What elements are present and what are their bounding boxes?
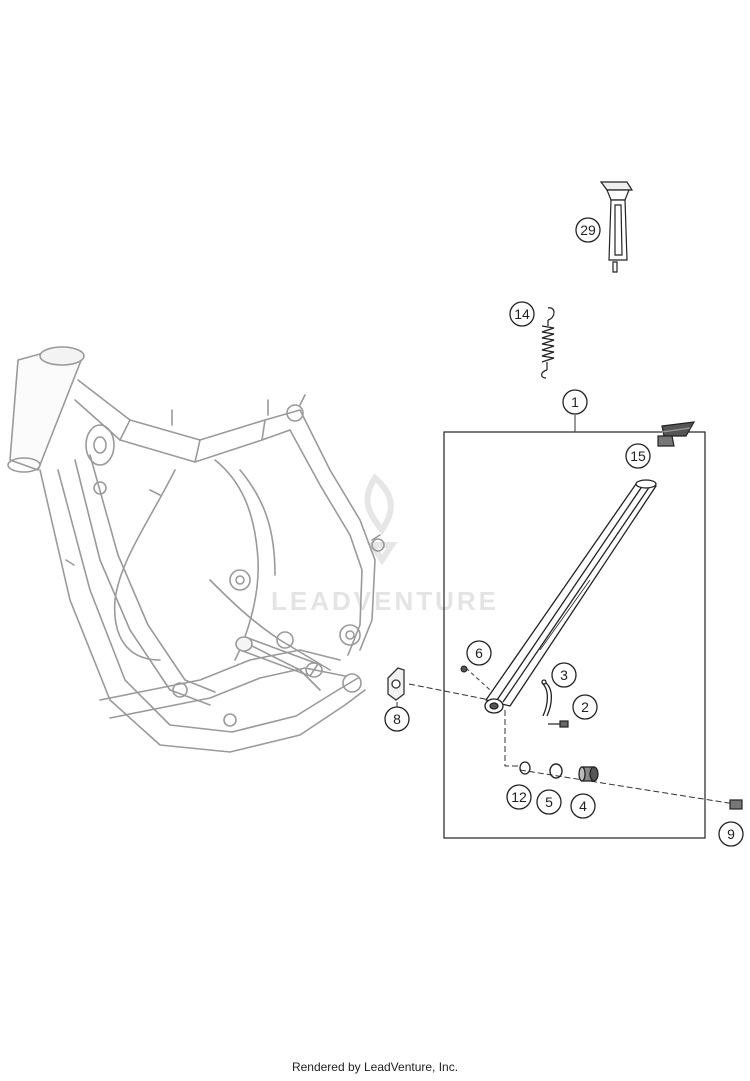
rubber-foot-part-15 <box>657 421 696 447</box>
side-stand-group-box <box>443 431 706 839</box>
bracket-part-8 <box>387 667 405 701</box>
callout-5: 5 <box>536 789 562 815</box>
washer-part-12 <box>519 761 531 775</box>
callout-8: 8 <box>384 706 410 732</box>
svg-text:8: 8 <box>393 711 401 727</box>
watermark: LEADVENTURE <box>271 473 499 616</box>
down-tube-front <box>39 469 366 753</box>
svg-text:4: 4 <box>579 798 587 814</box>
svg-text:1: 1 <box>571 394 579 410</box>
svg-text:14: 14 <box>514 306 530 322</box>
callout-15: 15 <box>625 443 651 469</box>
svg-text:9: 9 <box>727 826 735 842</box>
flame-logo-icon <box>364 473 398 566</box>
callout-14: 14 <box>509 301 535 327</box>
svg-text:6: 6 <box>475 645 483 661</box>
callout-4: 4 <box>570 793 596 819</box>
screw-part-2 <box>548 720 569 728</box>
top-tube-upper <box>77 379 376 651</box>
bolt-part-9 <box>729 799 743 810</box>
svg-text:29: 29 <box>580 222 596 238</box>
svg-text:5: 5 <box>545 794 553 810</box>
washer-part-5 <box>549 763 563 779</box>
callout-12: 12 <box>506 784 532 810</box>
spring-hook-part-3 <box>541 679 553 717</box>
steering-head <box>7 346 85 473</box>
watermark-text: LEADVENTURE <box>271 586 499 616</box>
svg-text:3: 3 <box>560 667 568 683</box>
callout-2: 2 <box>572 694 598 720</box>
frame-drawing <box>7 346 385 753</box>
callout-1: 1 <box>562 389 588 415</box>
tool-part-29 <box>599 181 634 273</box>
svg-text:12: 12 <box>511 789 527 805</box>
callout-29: 29 <box>575 217 601 243</box>
spring-part-14 <box>541 307 555 379</box>
footer-credit: Rendered by LeadVenture, Inc. <box>291 1060 459 1074</box>
callout-6: 6 <box>466 640 492 666</box>
svg-text:2: 2 <box>581 699 589 715</box>
callout-3: 3 <box>551 662 577 688</box>
svg-text:15: 15 <box>630 448 646 464</box>
callout-9: 9 <box>718 821 744 847</box>
leader-lines <box>396 415 736 805</box>
side-stand-leg <box>484 479 657 714</box>
top-tube-lower <box>74 399 363 656</box>
down-tube-rear <box>57 469 359 733</box>
nut-part-6 <box>460 665 468 673</box>
bushing-part-4 <box>578 766 599 782</box>
